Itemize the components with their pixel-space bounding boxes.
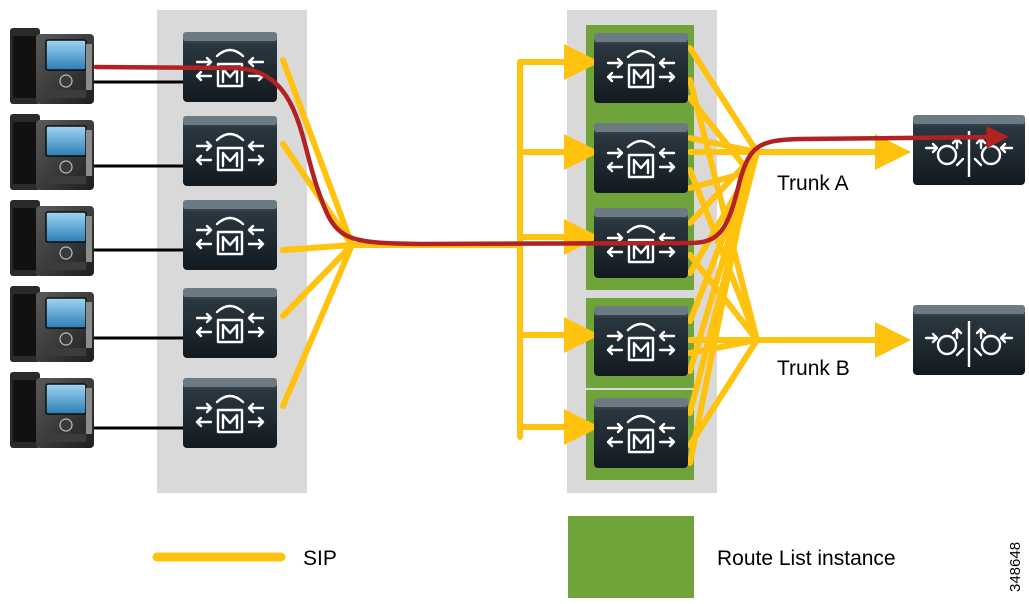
call-manager-icon (592, 304, 690, 378)
ip-phone-icon (9, 27, 95, 105)
legend-route-list-swatch (568, 516, 694, 598)
sip-link-line (687, 45, 760, 155)
call-manager-icon (181, 286, 279, 360)
sip-link-line (280, 57, 355, 248)
ip-phone-icon (9, 199, 95, 277)
call-path-line (93, 64, 1009, 247)
call-manager-icon (592, 121, 690, 195)
legend-route-list-label: Route List instance (717, 547, 896, 570)
ip-phone-icon (9, 371, 95, 449)
trunk-a-label: Trunk A (777, 172, 849, 195)
legend-sip-label: SIP (303, 547, 337, 570)
sip-link-line (687, 95, 752, 175)
sip-link-line (280, 242, 355, 319)
sip-link-line (280, 242, 355, 253)
ip-phone-icon (9, 285, 95, 363)
voice-gateway-icon (911, 303, 1027, 377)
sip-link-line (687, 169, 752, 466)
call-manager-icon (181, 198, 279, 272)
figure-id: 348648 (1007, 541, 1024, 592)
call-manager-icon (592, 31, 690, 105)
call-manager-icon (181, 114, 279, 188)
call-manager-icon (181, 376, 279, 450)
voice-gateway-icon (911, 113, 1027, 187)
ip-phone-icon (9, 113, 95, 191)
call-manager-icon (592, 396, 690, 470)
sip-link-line (687, 337, 760, 448)
trunk-b-label: Trunk B (777, 357, 850, 380)
sip-link-line (280, 242, 355, 409)
